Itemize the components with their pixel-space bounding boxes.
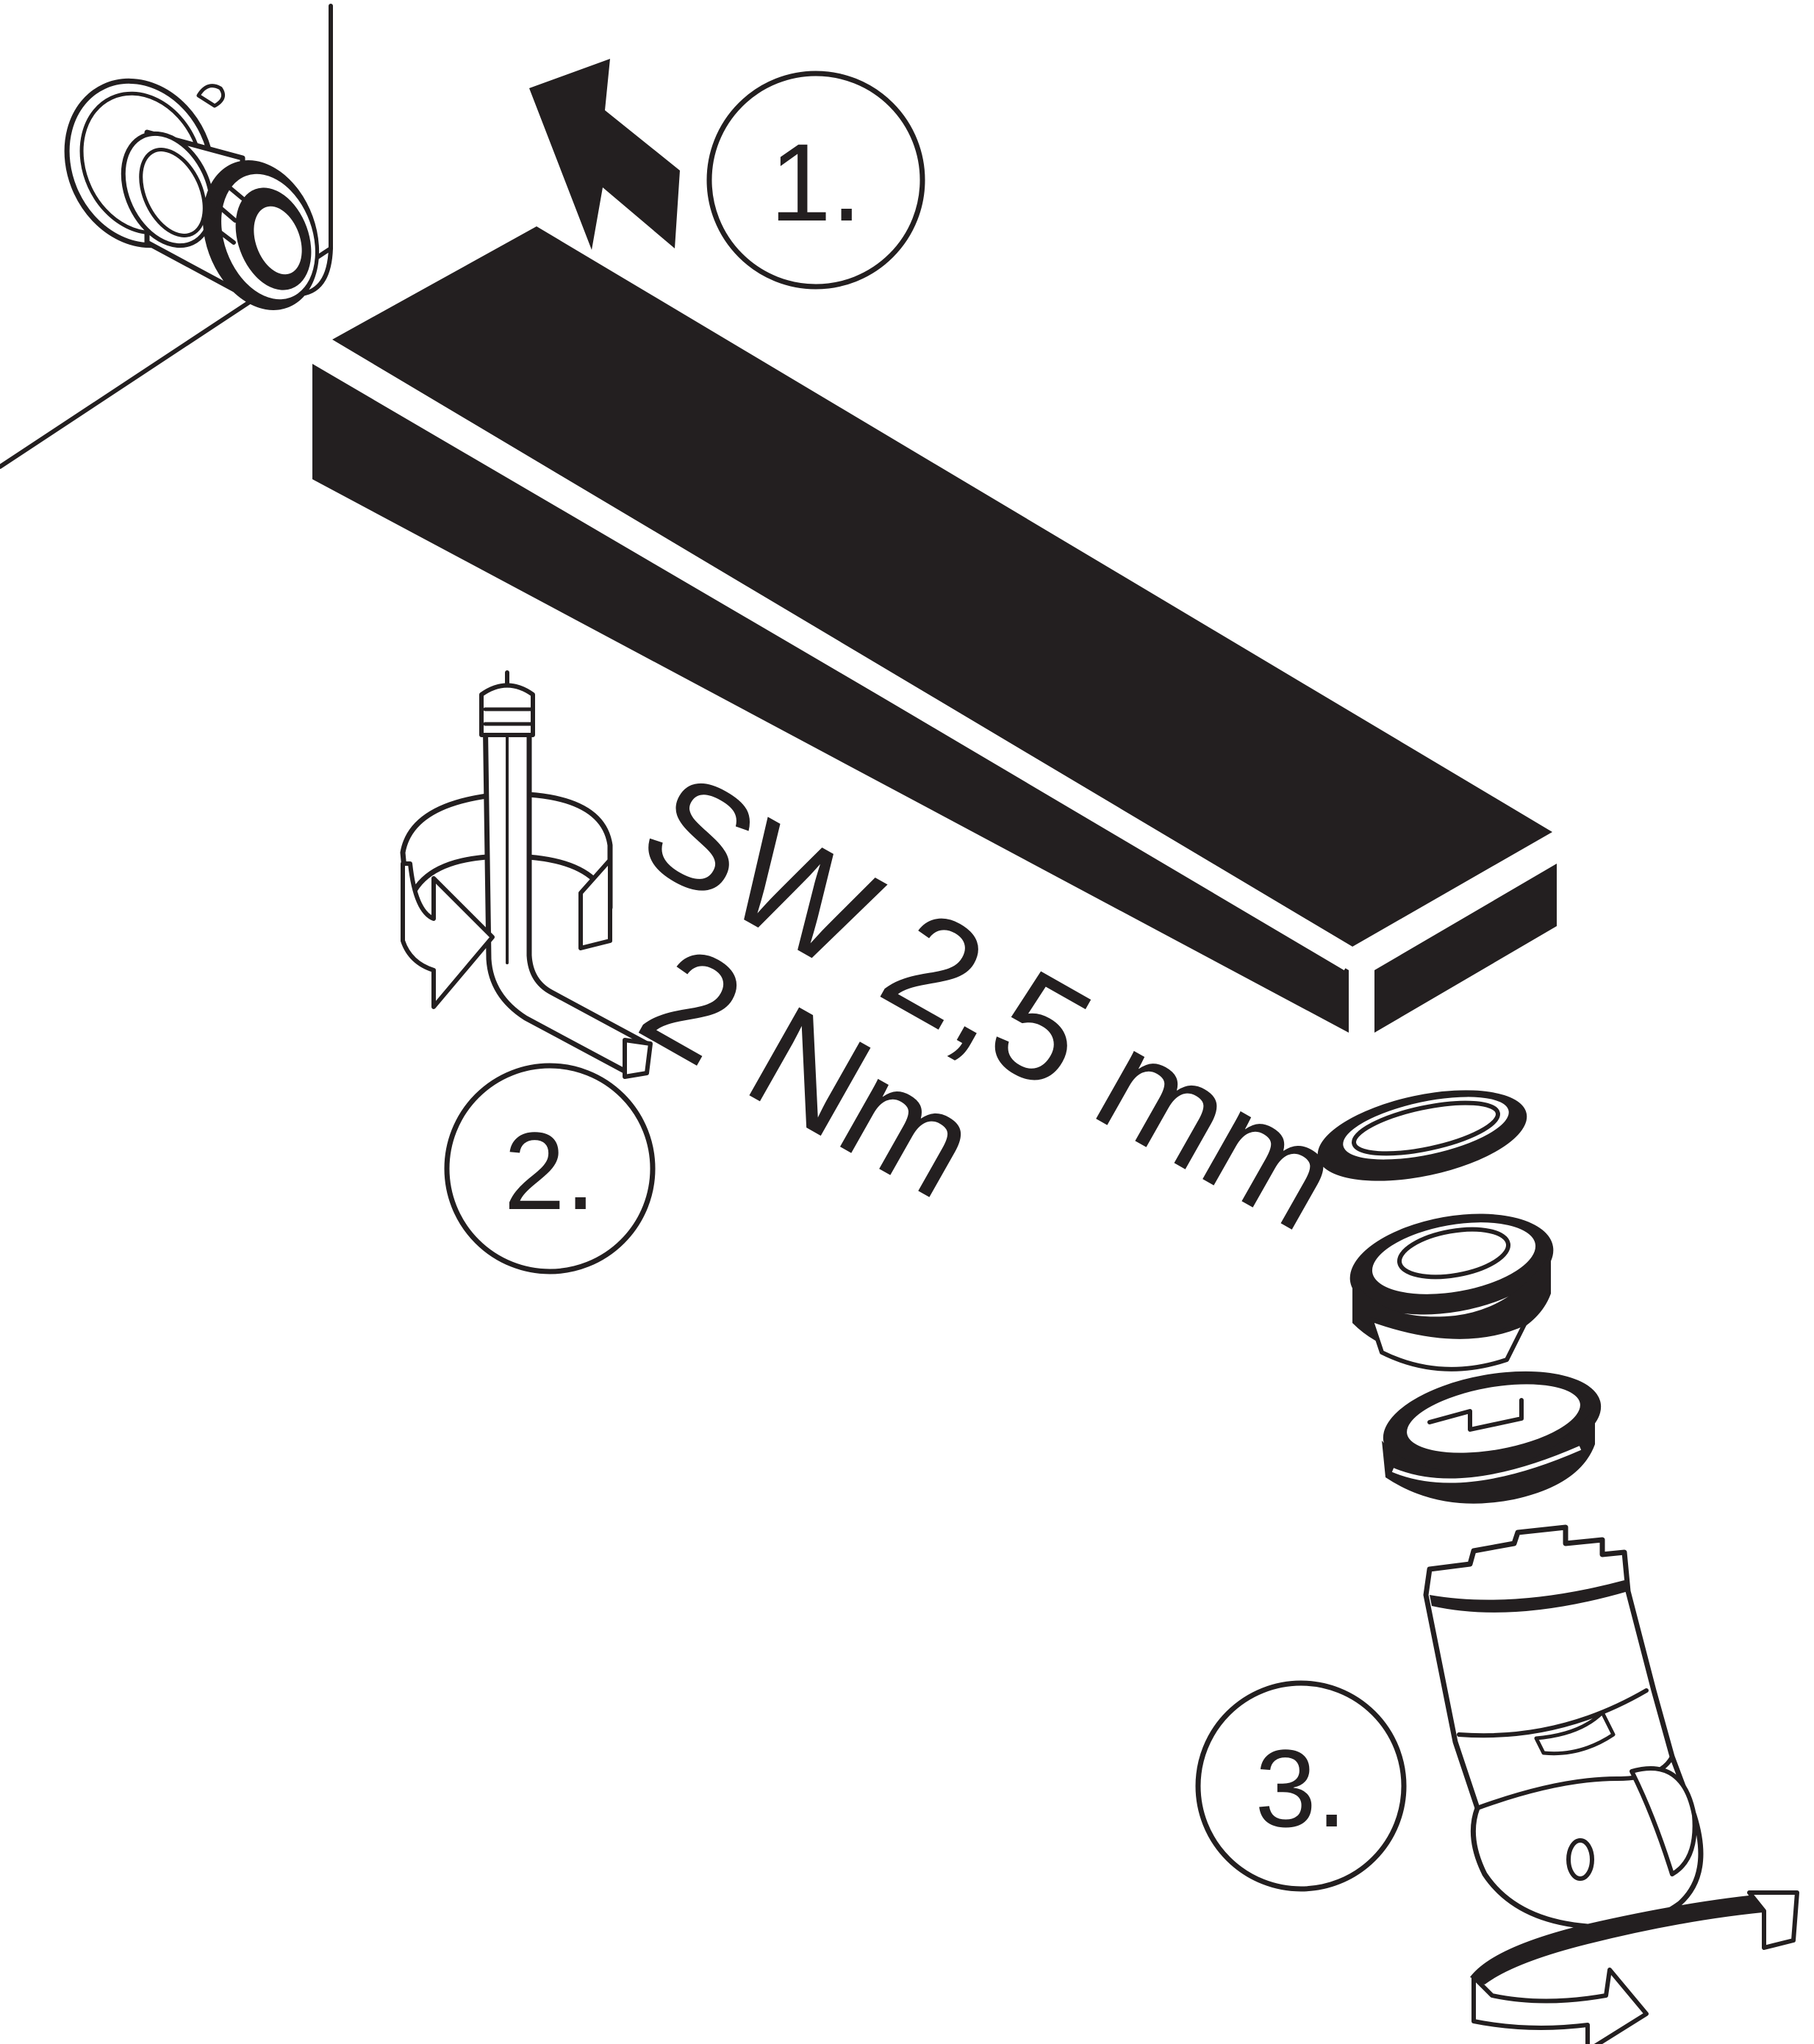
hex-key-icon — [400, 670, 653, 1079]
push-arrow-icon — [529, 59, 680, 250]
step-2-label: 2. — [503, 1109, 595, 1233]
aerator-key-icon — [1423, 1524, 1704, 1930]
step-1-badge: 1. — [706, 71, 925, 290]
aerator-insert-icon — [1349, 1213, 1554, 1371]
step-1-label: 1. — [770, 121, 861, 244]
spout-body — [310, 226, 1557, 1033]
rotation-arrow-icon-left — [401, 858, 612, 1009]
step-2-badge: 2. — [444, 1063, 656, 1274]
step-3-badge: 3. — [1195, 1680, 1407, 1892]
step-3-label: 3. — [1255, 1726, 1347, 1850]
gasket-ring-icon — [1317, 1090, 1527, 1181]
wall-connector-icon — [64, 78, 320, 310]
aerator-housing-ring-icon — [1382, 1371, 1602, 1504]
rotation-arrow-icon — [1470, 1890, 1799, 2044]
